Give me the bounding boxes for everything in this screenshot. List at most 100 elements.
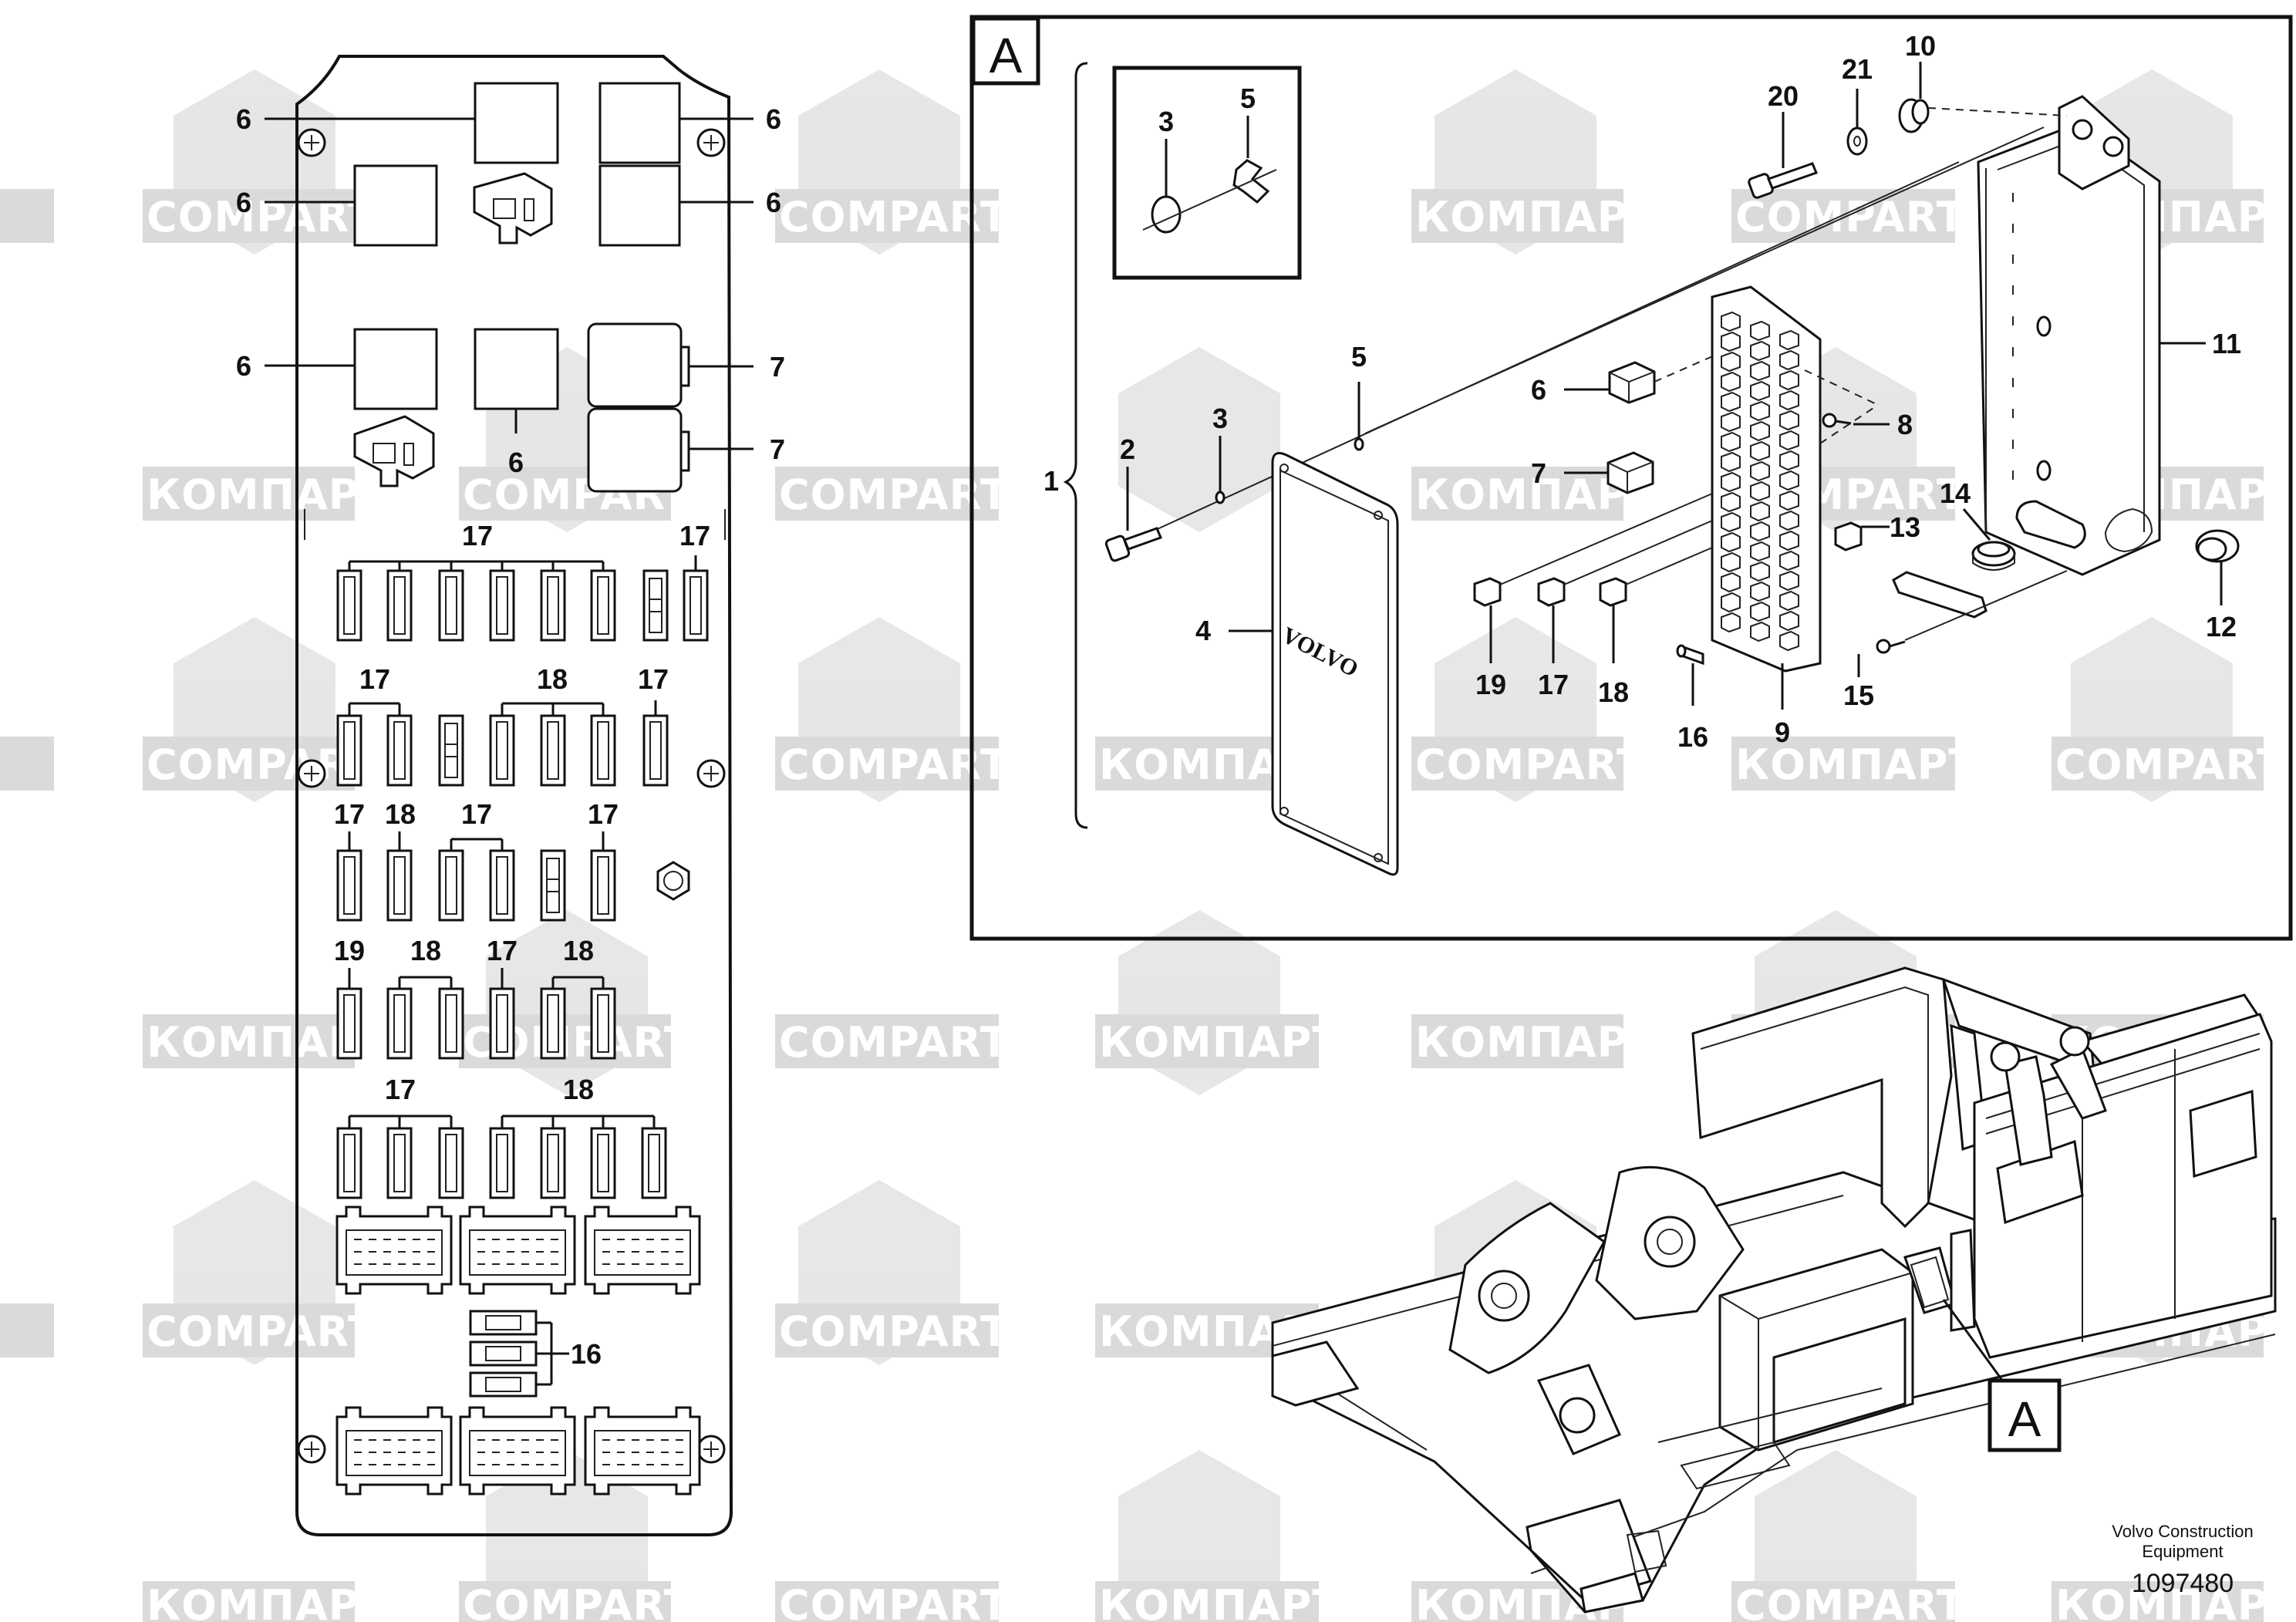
blade-fuse: [590, 714, 616, 787]
relay-socket: [473, 172, 553, 244]
svg-text:КОМПАРТ: КОМПАРТ: [1099, 1581, 1341, 1622]
callout-label: 10: [1905, 30, 1936, 62]
grommet: [1898, 98, 1930, 133]
multi-pin-connector: [459, 1206, 576, 1295]
blade-fuse: [489, 987, 515, 1060]
svg-text:КОМПАРТ: КОМПАРТ: [1415, 193, 1657, 241]
blade-fuse: [438, 849, 464, 922]
svg-text:COMPART: COMPART: [779, 1581, 1010, 1622]
callout-label: 18: [1598, 676, 1629, 708]
blade-fuse: [540, 987, 566, 1060]
screw: [1876, 639, 1906, 654]
watermark: COMPART COMPART КОМПАРТ COMPART КОМПАРТ …: [0, 69, 2296, 1622]
svg-text:КОМПАРТ: КОМПАРТ: [147, 1581, 389, 1622]
blade-fuse: [386, 1127, 413, 1199]
detail-label: A: [990, 28, 1023, 83]
nut-icon: [656, 861, 690, 901]
relay: [353, 164, 438, 247]
svg-text:COMPART: COMPART: [779, 1307, 1010, 1356]
multi-pin-connector: [335, 1406, 453, 1496]
relay: [353, 328, 438, 410]
callout-label: 17: [462, 520, 493, 551]
callout-label: 19: [1475, 669, 1506, 700]
callout-label: 6: [236, 350, 251, 382]
multi-pin-connector: [584, 1206, 701, 1295]
blade-fuse: [336, 1127, 362, 1199]
callout-label: 6: [508, 447, 524, 478]
leader-bracket: [348, 560, 605, 571]
svg-text:COMPART: COMPART: [1415, 740, 1646, 789]
fuse: [1834, 521, 1863, 551]
svg-text:COMPART: COMPART: [779, 740, 1010, 789]
blade-fuse: [386, 569, 413, 642]
mounting-bracket: [1892, 571, 1988, 619]
callout-label: 7: [770, 351, 785, 383]
blade-fuse: [438, 569, 464, 642]
callout-label: 6: [236, 103, 251, 135]
svg-text:COMPART: COMPART: [147, 193, 377, 241]
fuse: [1473, 577, 1627, 607]
callout-label: 4: [1195, 615, 1211, 646]
callout-label: 14: [1940, 477, 1971, 509]
svg-text:COMPART: COMPART: [2055, 740, 2286, 789]
footer: Volvo Construction Equipment 1097480: [2112, 1522, 2253, 1598]
blade-fuse: [489, 849, 515, 922]
callout-label: 6: [766, 103, 781, 135]
callout-label: 17: [487, 935, 518, 966]
fuse-slot: [438, 714, 464, 787]
relay: [1607, 451, 1654, 494]
svg-text:COMPART: COMPART: [779, 193, 1010, 241]
blade-fuse: [336, 987, 362, 1060]
blade-fuse: [590, 1127, 616, 1199]
svg-text:КОМПАРТ: КОМПАРТ: [1099, 1018, 1341, 1067]
svg-text:COMPART: COMPART: [779, 1018, 1010, 1067]
callout-label: 18: [410, 935, 441, 966]
fuse-slot: [540, 849, 566, 922]
large-relay: [587, 322, 690, 493]
leader-bracket: [501, 702, 605, 716]
callout-label: 15: [1843, 679, 1874, 711]
leader-bracket: [450, 838, 504, 851]
svg-text:КОМПАРТ: КОМПАРТ: [1735, 740, 1977, 789]
blade-fuse: [336, 849, 362, 922]
company-name-line2: Equipment: [2142, 1542, 2223, 1561]
callout-label: 11: [2212, 328, 2241, 359]
blade-fuse: [336, 569, 362, 642]
leader-bracket: [348, 702, 401, 716]
blade-fuse: [540, 569, 566, 642]
callout-label: 18: [563, 935, 594, 966]
svg-text:COMPART: COMPART: [1735, 1581, 1966, 1622]
svg-text:КОМПАРТ: КОМПАРТ: [2055, 1581, 2296, 1622]
callout-label: 19: [334, 935, 365, 966]
blade-fuse: [386, 849, 413, 922]
cover-plate: VOLVO: [1271, 452, 1399, 876]
company-name-line1: Volvo Construction: [2112, 1522, 2253, 1541]
leader-bracket: [398, 976, 453, 989]
callout-label: 3: [1158, 106, 1174, 137]
multi-pin-connector: [459, 1406, 576, 1496]
blade-fuse: [336, 714, 362, 787]
callout-label: A: [2008, 1391, 2041, 1447]
relay: [1608, 361, 1656, 404]
callout-label: 8: [1897, 409, 1913, 440]
multi-pin-connector: [584, 1406, 701, 1496]
grommet: [2195, 529, 2240, 563]
detail-view-a: A 1 3 5 VOLVO 4 2: [969, 15, 2293, 941]
callout-label: 18: [563, 1074, 594, 1105]
relay: [474, 328, 559, 410]
svg-text:КОМПАРТ: КОМПАРТ: [1415, 1018, 1657, 1067]
multi-pin-connector: [335, 1206, 453, 1295]
callout-label: 17: [1538, 669, 1569, 700]
callout-label: 3: [1212, 403, 1228, 434]
fuse-rows: [336, 555, 709, 1199]
callout-label: 21: [1842, 53, 1873, 85]
svg-text:COMPART: COMPART: [463, 1581, 693, 1622]
callout-label: 7: [1531, 457, 1546, 489]
callout-label: 12: [2206, 611, 2237, 642]
screw: [1822, 413, 1852, 428]
blade-fuse: [642, 714, 669, 787]
svg-text:COMPART: COMPART: [147, 1307, 377, 1356]
blade-fuse: [590, 849, 616, 922]
machine-frame-view: A: [1271, 966, 2277, 1614]
